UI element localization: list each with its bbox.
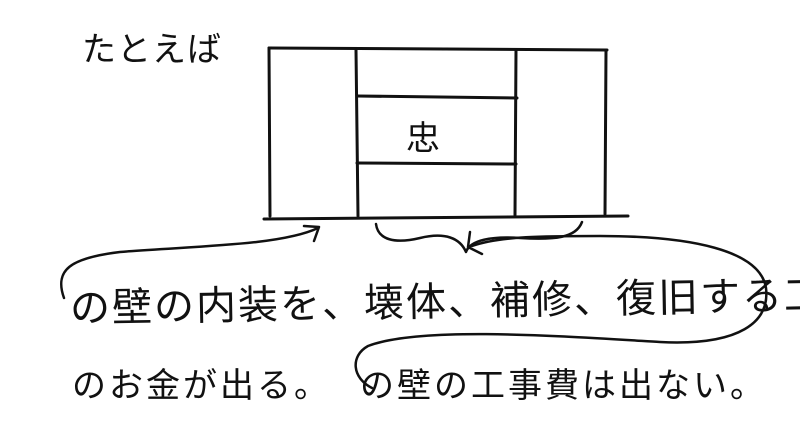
outer-wall-right — [603, 48, 608, 216]
example-label: たとえば — [82, 30, 222, 70]
leader-arrow-left — [59, 226, 320, 300]
outer-wall-left — [267, 46, 272, 218]
note-line-2: のお金が出る。 — [72, 366, 331, 406]
note-line-3: の壁の工事費は出ない。 — [360, 366, 767, 406]
ground-line — [262, 214, 630, 221]
room-symbol: 忠 — [406, 119, 440, 159]
arrowhead-loop — [466, 230, 484, 256]
floor-line-upper — [355, 94, 519, 100]
leader-arrow-loop — [354, 234, 768, 390]
outer-wall-top — [267, 46, 609, 52]
inner-wall-right — [513, 48, 518, 217]
wall-brace — [374, 220, 584, 254]
floor-line-lower — [355, 161, 518, 166]
inner-wall-left — [354, 48, 360, 218]
arrowhead-left — [302, 224, 321, 243]
